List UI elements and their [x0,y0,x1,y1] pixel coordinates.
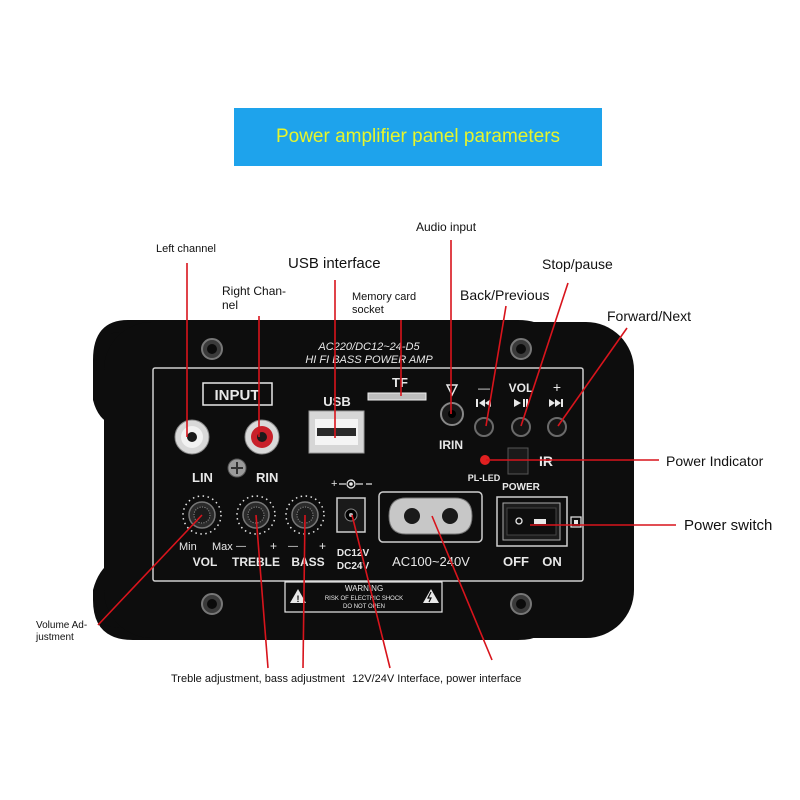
ac-range-label: AC100~240V [392,554,470,569]
dc-power-jack[interactable] [336,497,366,533]
screw-icon [227,458,247,478]
callout-back-previous-line [485,305,507,427]
warning-line-2: DO NOT OPEN [343,604,385,610]
rca-jack-left[interactable] [174,419,210,455]
tf-card-slot[interactable] [367,392,427,401]
power-led [480,455,490,465]
play-pause-button[interactable] [511,417,531,437]
label-back-previous: Back/Previous [460,287,550,303]
knob-min-label: Min [179,541,197,553]
warning-plate [284,581,443,613]
dc-polarity-icon: + [331,478,372,490]
vol-minus-label: — [478,381,490,395]
rca-jack-right[interactable] [244,419,280,455]
callout-treble-line [255,514,269,669]
treble-minus-label: — [236,541,246,552]
label-stop-pause: Stop/pause [542,256,613,272]
input-label: INPUT [215,387,260,404]
title-banner: Power amplifier panel parameters [234,108,602,166]
label-memory-card: Memory card socket [352,291,417,316]
bass-knob-label: BASS [291,555,324,569]
label-volume-adjustment: Volume Ad- justment [36,620,88,643]
vol-knob-label: VOL [193,555,218,569]
irin-label: IRIN [439,438,463,452]
next-icon [549,399,563,407]
vol-plus-label: + [553,379,561,395]
model-line-2: HI FI BASS POWER AMP [305,354,433,366]
power-switch[interactable] [502,502,561,541]
ir-receiver [507,447,529,475]
pl-led-label: PL-LED [468,473,501,483]
treble-plus-label: + [270,539,277,553]
label-right-channel: Right Chan- nel [222,284,287,312]
switch-symbol-icon [570,516,582,528]
banner-title: Power amplifier panel parameters [275,126,561,147]
treble-knob-label: TREBLE [232,555,280,569]
usb-label: USB [323,394,350,409]
label-usb-interface: USB interface [288,255,381,272]
warning-line-1: RISK OF ELECTRIC SHOCK [325,596,403,602]
ac-power-socket[interactable] [388,497,473,535]
dc24v-label: DC24V [337,561,370,572]
vol-button-label: VOL [509,381,534,395]
callout-forward-next-line [557,327,628,427]
callout-lines [97,240,676,669]
label-treble-bass: Treble adjustment, bass adjustment [171,673,345,685]
rin-label: RIN [256,470,278,485]
power-label: POWER [502,482,541,493]
label-power-indicator: Power Indicator [666,453,764,469]
input-box [202,382,273,406]
warning-triangle-icon: ! [290,589,306,604]
model-line-1: AC220/DC12~24-D5 [317,341,420,353]
on-label: ON [542,554,562,569]
bass-minus-label: — [288,541,298,552]
label-forward-next: Forward/Next [607,308,692,324]
play-pause-icon [514,399,528,407]
lin-label: LIN [192,470,213,485]
dc12v-label: DC12V [337,548,370,559]
warning-title: WARNING [345,584,383,593]
svg-text:!: ! [297,594,300,604]
callout-volume-line [97,514,203,626]
off-label: OFF [503,554,529,569]
label-power-switch: Power switch [684,517,773,534]
label-power-interface: 12V/24V Interface, power interface [352,673,522,685]
callout-dc-line [351,514,391,669]
label-audio-input: Audio input [416,220,477,234]
usb-port[interactable] [308,410,365,454]
svg-text:+: + [331,478,337,490]
callout-bass-line [302,514,306,669]
ac-socket-frame [378,491,483,543]
next-button[interactable] [547,417,567,437]
tf-label: TF [392,375,408,390]
power-switch-frame [496,496,568,547]
callout-stop-pause-line [520,282,569,427]
irin-jack[interactable] [440,384,464,426]
label-left-channel: Left channel [156,243,216,255]
bass-plus-label: + [319,539,326,553]
knob-max-label: Max [212,541,233,553]
shock-warning-icon [423,589,439,603]
callout-ac-line [431,515,493,661]
ir-label: IR [539,453,553,469]
previous-button[interactable] [474,417,494,437]
